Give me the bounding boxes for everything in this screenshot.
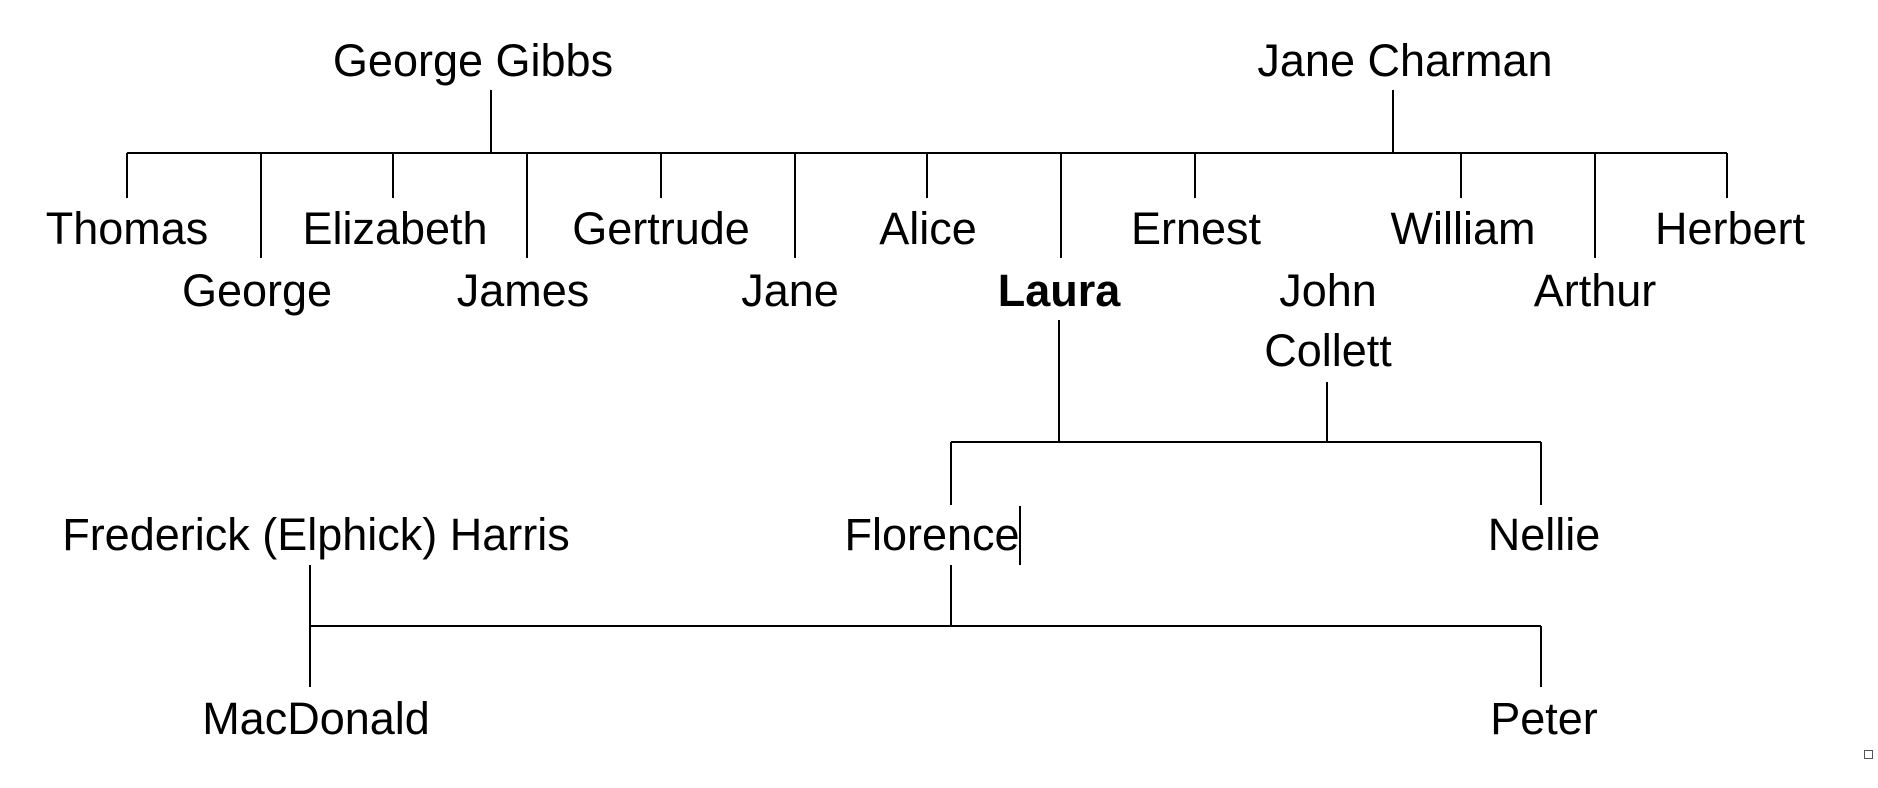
name-macdonald: MacDonald [202,693,430,744]
name-james: James [457,265,590,316]
name-jane-charman: Jane Charman [1257,35,1552,86]
name-nellie: Nellie [1488,509,1601,560]
name-george-gibbs: George Gibbs [333,35,613,86]
name-gertrude: Gertrude [572,203,750,254]
name-elizabeth: Elizabeth [302,203,487,254]
name-jane: Jane [741,265,839,316]
name-john-collett-line1: John [1279,265,1377,316]
connectors-gen1 [126,90,1728,258]
name-william: William [1391,203,1536,254]
name-peter: Peter [1490,693,1598,744]
name-thomas: Thomas [46,203,209,254]
connectors-gen3 [309,565,1542,687]
connectors-gen2 [950,320,1542,505]
name-alice: Alice [879,203,977,254]
name-florence: Florence [844,509,1019,560]
name-arthur: Arthur [1534,265,1657,316]
name-herbert: Herbert [1655,203,1806,254]
name-john-collett-line2: Collett [1264,325,1392,376]
resize-handle-icon[interactable] [1864,750,1873,759]
name-ernest: Ernest [1131,203,1262,254]
name-george: George [182,265,332,316]
name-laura: Laura [998,265,1122,316]
name-frederick-harris: Frederick (Elphick) Harris [62,509,570,560]
